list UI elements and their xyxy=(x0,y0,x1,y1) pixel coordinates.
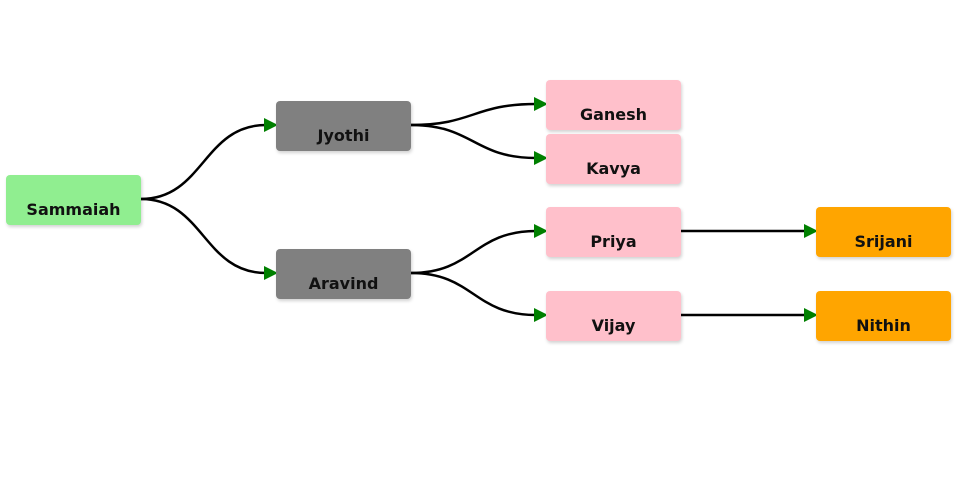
arrowhead-icon xyxy=(264,118,278,132)
link-jyothi-ganesh xyxy=(410,102,537,127)
link-aravind-priya xyxy=(410,229,537,275)
arrowhead-icon xyxy=(804,308,818,322)
node-label: Aravind xyxy=(308,274,379,293)
link-sammaiah-jyothi xyxy=(140,123,267,201)
link-aravind-vijay xyxy=(410,271,537,317)
node-jyothi[interactable]: Jyothi xyxy=(276,101,411,151)
node-label: Jyothi xyxy=(317,126,370,145)
node-label: Priya xyxy=(590,232,637,251)
arrowhead-icon xyxy=(534,224,548,238)
node-label: Sammaiah xyxy=(26,200,121,219)
arrowhead-icon xyxy=(534,308,548,322)
link-jyothi-kavya xyxy=(410,123,537,160)
link-sammaiah-aravind xyxy=(140,197,267,275)
node-label: Kavya xyxy=(586,159,641,178)
node-label: Srijani xyxy=(854,232,913,251)
node-label: Ganesh xyxy=(579,105,648,124)
node-vijay[interactable]: Vijay xyxy=(546,291,681,341)
node-nithin[interactable]: Nithin xyxy=(816,291,951,341)
node-kavya[interactable]: Kavya xyxy=(546,134,681,184)
arrowhead-icon xyxy=(264,266,278,280)
node-sammaiah[interactable]: Sammaiah xyxy=(6,175,141,225)
arrowhead-icon xyxy=(804,224,818,238)
node-aravind[interactable]: Aravind xyxy=(276,249,411,299)
node-ganesh[interactable]: Ganesh xyxy=(546,80,681,130)
node-srijani[interactable]: Srijani xyxy=(816,207,951,257)
arrowhead-icon xyxy=(534,151,548,165)
node-priya[interactable]: Priya xyxy=(546,207,681,257)
node-label: Vijay xyxy=(591,316,636,335)
arrowhead-icon xyxy=(534,97,548,111)
node-label: Nithin xyxy=(856,316,911,335)
